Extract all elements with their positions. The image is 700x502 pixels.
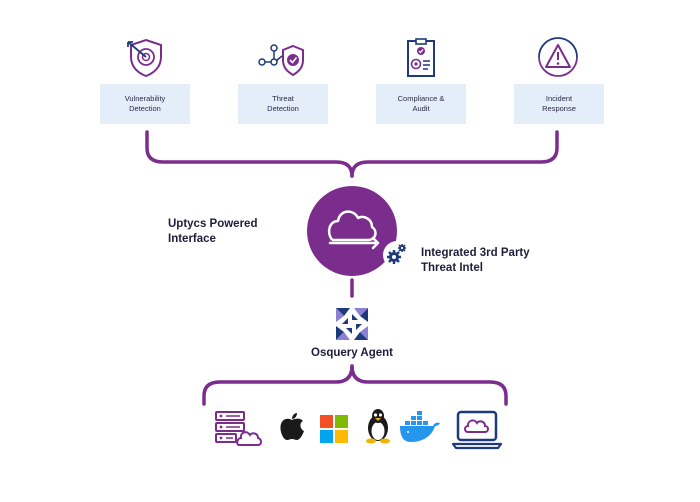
laptop-cloud-icon [451,410,503,450]
windows-icon [320,415,348,443]
feature-box-vulnerability: Vulnerability Detection [100,84,190,124]
apple-icon [280,413,304,440]
server-cloud-icon [215,411,262,446]
linux-tux-icon [366,409,390,444]
osquery-logo-icon [336,308,368,340]
cloud-arrow-icon [307,186,397,276]
feature-label: Compliance & Audit [397,94,445,113]
threat-intel-label: Integrated 3rd Party Threat Intel [421,247,530,274]
compliance-clipboard-icon [407,38,435,77]
feature-label: Threat Detection [267,94,299,113]
feature-box-threat: Threat Detection [238,84,328,124]
feature-box-compliance: Compliance & Audit [376,84,466,124]
feature-box-incident: Incident Response [514,84,604,124]
threat-network-shield-icon [258,44,304,77]
docker-icon [400,411,440,442]
feature-label: Incident Response [542,94,576,113]
incident-warning-icon [538,37,578,77]
hub-label: Uptycs Powered Interface [168,218,258,245]
feature-label: Vulnerability Detection [124,94,166,113]
vulnerability-shield-icon [127,38,162,78]
agent-label: Osquery Agent [311,347,394,359]
gear-cog-icon [383,241,411,269]
